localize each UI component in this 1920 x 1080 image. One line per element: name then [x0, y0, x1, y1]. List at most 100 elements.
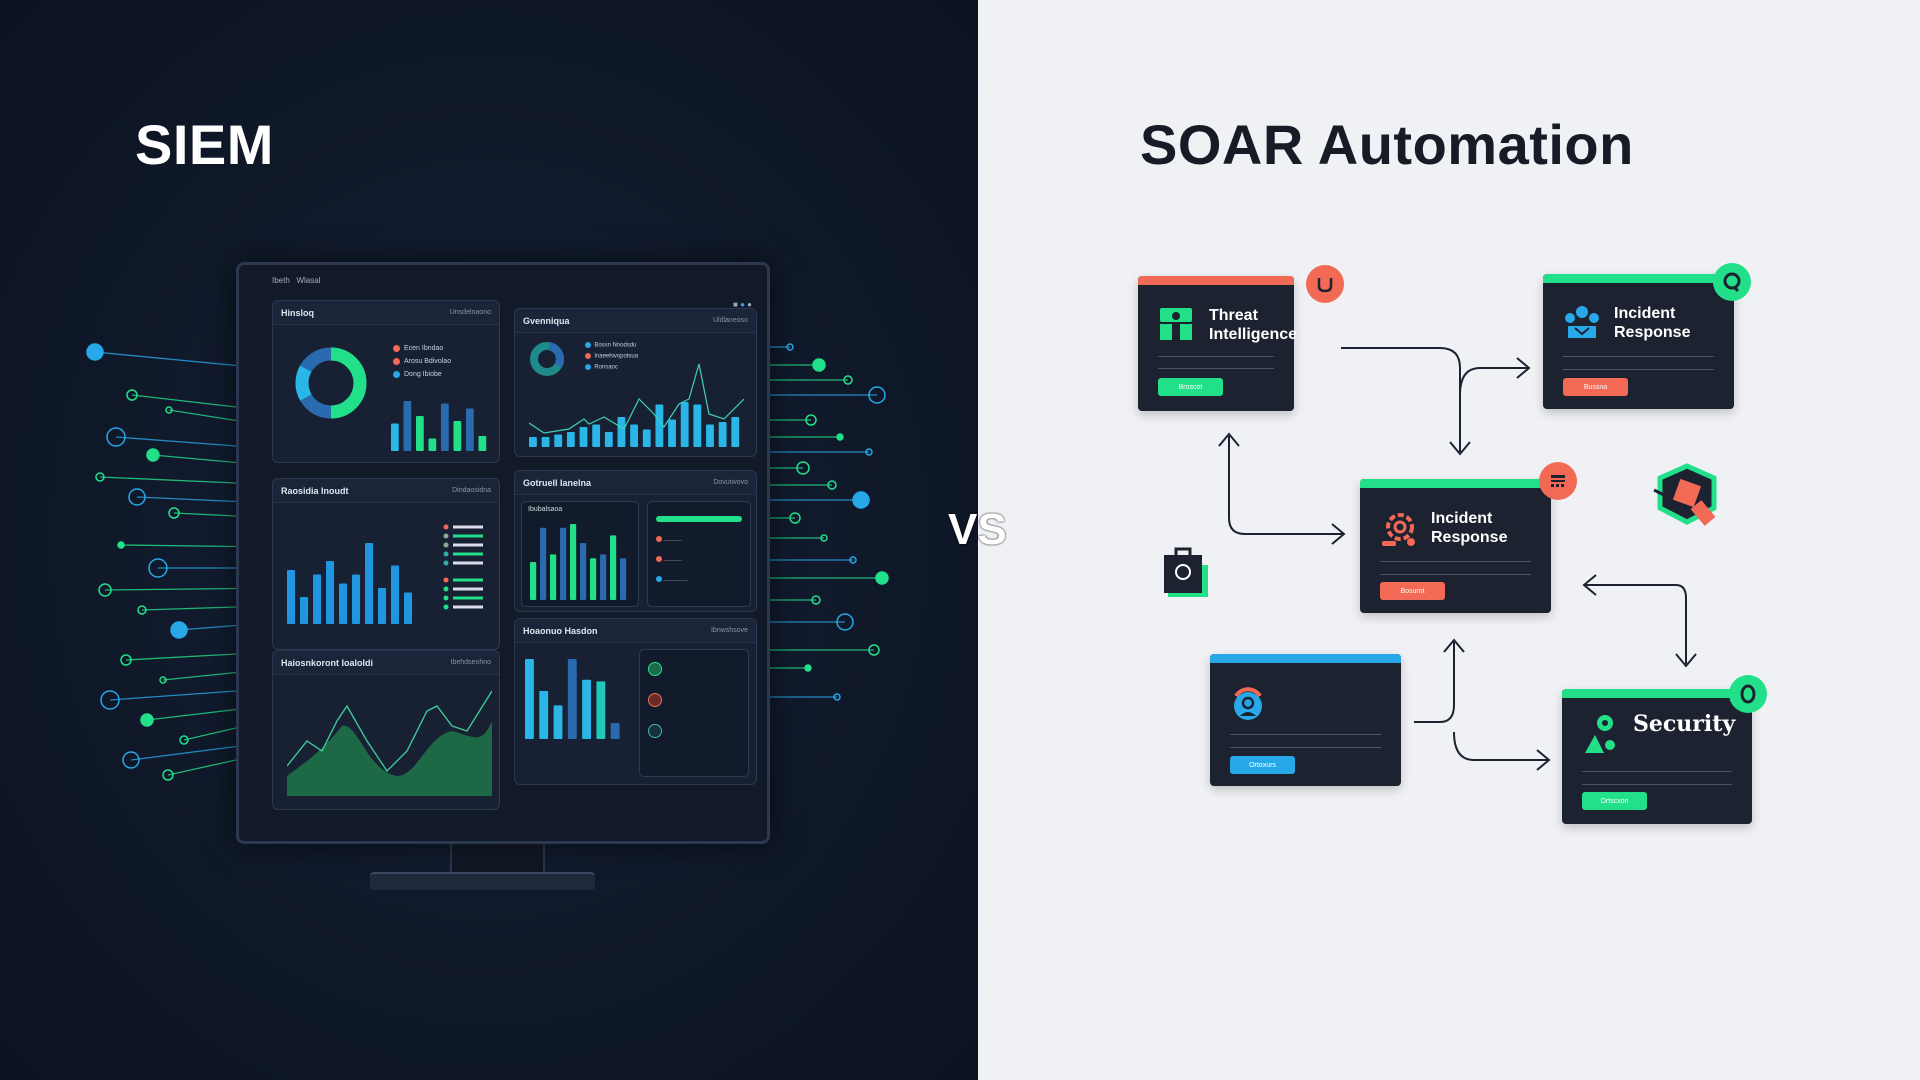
stream-line: [170, 621, 237, 639]
bar: [553, 705, 563, 739]
alert-list: ——— ——— ————: [647, 501, 751, 607]
stream-line: [86, 343, 237, 367]
topbar-item[interactable]: Wlasal: [296, 276, 321, 285]
panel-action[interactable]: Uldlaneoso: [712, 317, 748, 324]
trend-line: [529, 363, 744, 434]
alarm-icon[interactable]: [1306, 265, 1344, 303]
data-stream-lines: [86, 343, 889, 781]
bar: [428, 438, 437, 451]
ring-icon[interactable]: [1729, 675, 1767, 713]
bar: [642, 429, 651, 447]
bar: [592, 424, 601, 447]
panel-title: Raosidia Inoudt: [281, 485, 349, 496]
bar: [403, 401, 412, 451]
stream-line: [770, 693, 841, 701]
bar: [718, 422, 727, 447]
card-action-button[interactable]: Broscot: [1158, 378, 1223, 396]
sub-panel: Ibubalsaoa: [521, 501, 639, 607]
dashboard-topbar: Ibeth Wlasal: [272, 276, 320, 285]
legend-item: Inaeehivopotsua: [585, 353, 638, 359]
bar: [525, 659, 534, 739]
card-user-protection[interactable]: Ortoxurs: [1210, 654, 1401, 786]
topbar-item[interactable]: Ibeth: [272, 276, 290, 285]
card-title: Incident: [1614, 305, 1676, 322]
bar: [706, 424, 714, 447]
bar: [391, 565, 400, 624]
panel-action[interactable]: Dindaosidna: [452, 487, 491, 494]
bar: [404, 592, 413, 624]
bar: [441, 403, 449, 451]
legend-item: Bossn Nnodsdu: [585, 342, 638, 348]
card-action-button[interactable]: Ortoxurs: [1230, 756, 1295, 774]
stream-line: [126, 389, 237, 408]
stream-line: [117, 541, 237, 549]
vs-label: VS: [948, 505, 1007, 554]
stream-line: [95, 472, 237, 484]
bar: [478, 436, 487, 451]
panel-action[interactable]: Ibehdseohno: [450, 659, 491, 666]
bar-chart: [525, 659, 620, 739]
bar: [630, 424, 639, 447]
stream-line: [770, 386, 886, 404]
panel-action[interactable]: Ibnwshsove: [711, 627, 748, 634]
stream-line: [106, 427, 237, 447]
bar: [300, 597, 309, 624]
card-action-button[interactable]: Bosurnt: [1380, 582, 1445, 600]
bar: [529, 437, 537, 447]
panel-title: Gotruell Ianelna: [523, 477, 592, 488]
bar-chart: [529, 402, 740, 447]
stream-line: [98, 583, 237, 597]
stream-line: [128, 488, 237, 506]
stream-line: [770, 480, 837, 490]
panel-action[interactable]: Unsdelnaono: [449, 309, 491, 316]
bar: [604, 432, 613, 447]
bar: [567, 659, 577, 739]
stream-line: [100, 690, 237, 710]
bar: [596, 681, 606, 739]
team-icon: [1565, 306, 1599, 338]
bar: [680, 402, 689, 447]
bar: [365, 543, 374, 624]
card-title: Incident: [1431, 510, 1493, 527]
bar: [416, 416, 424, 451]
soar-title: SOAR Automation: [1140, 113, 1634, 176]
card-action-button[interactable]: Ortscxon: [1582, 792, 1647, 810]
list-icon[interactable]: [1539, 462, 1577, 500]
stream-line: [159, 671, 237, 684]
dashboard-panel-incidents: Raosidia Inoudt Dindaosidna: [272, 478, 500, 650]
panel-action[interactable]: Dovutwovo: [713, 479, 748, 486]
threat-intel-icon: [1160, 308, 1192, 340]
bar: [570, 524, 577, 600]
bar: [579, 427, 588, 447]
dashboard-panel-hosts: Hoaonuo Hasdon Ibnwshsove: [514, 618, 757, 785]
search-icon[interactable]: [1713, 263, 1751, 301]
bar: [378, 588, 387, 624]
card-title: Threat: [1209, 307, 1258, 324]
card-subtitle: Intelligence: [1209, 326, 1298, 343]
bar: [391, 423, 399, 451]
bar: [530, 562, 537, 600]
donut-chart: [295, 347, 367, 419]
bar: [600, 554, 607, 600]
stream-line: [770, 414, 817, 426]
card-title: Security: [1633, 711, 1736, 737]
bar-chart: [287, 543, 413, 624]
card-action-button[interactable]: Bussna: [1563, 378, 1628, 396]
stream-line: [122, 745, 237, 769]
bar: [540, 527, 547, 600]
donut-chart: [530, 342, 564, 376]
panel-title: Haiosnkoront Ioaloldi: [281, 657, 374, 668]
panel-title: Hoaonuo Hasdon: [523, 625, 598, 636]
stream-line: [770, 534, 828, 542]
stream-line: [148, 558, 236, 578]
card-security[interactable]: Security Ortscxon: [1562, 689, 1752, 824]
hexagon-tool-icon: [1653, 463, 1717, 526]
bar: [731, 417, 740, 447]
legend-item: Ecen Ibndao: [393, 345, 451, 352]
stream-line: [770, 491, 870, 509]
